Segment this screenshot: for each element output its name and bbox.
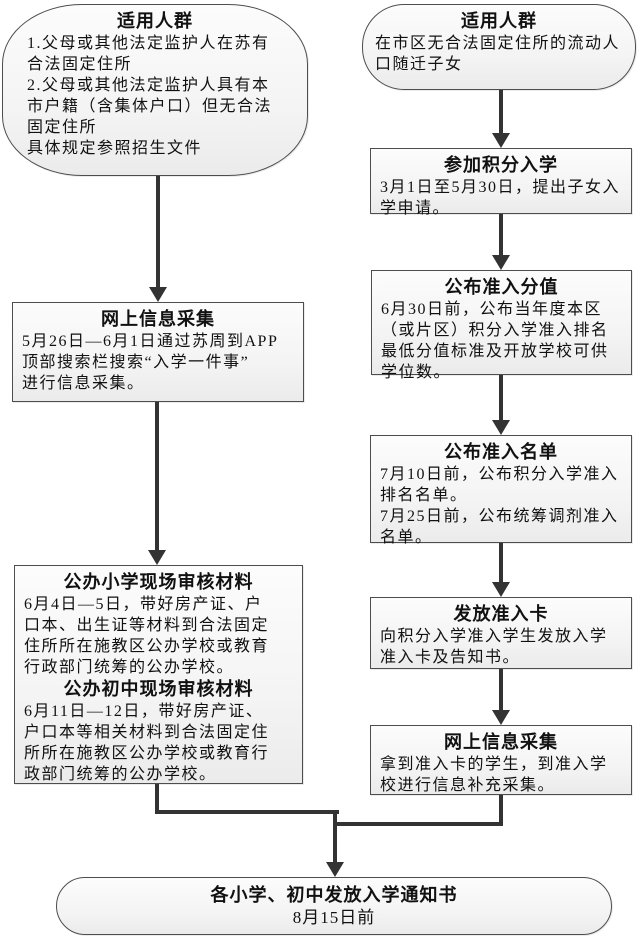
right-points-apply-body: 3月1日至5月30日，提出子女入 学申请。	[380, 179, 621, 217]
right-audience-body: 在市区无合法固定住所的流动人 口随迁子女	[375, 35, 621, 73]
left-online-info-title: 网上信息采集	[101, 309, 215, 329]
left-audience-body: 1.父母或其他法定监护人在苏有 合法固定住所 2.父母或其他法定监护人具有本 市…	[27, 35, 273, 157]
arrow-left-1-arrowhead	[149, 287, 167, 302]
right-points-apply-title: 参加积分入学	[444, 155, 558, 175]
final-notice-title: 各小学、初中发放入学通知书	[210, 884, 458, 905]
final-notice-subtitle: 8月15日前	[292, 907, 376, 927]
arrow-right-1-line	[499, 90, 503, 134]
left-online-info-box: 网上信息采集 5月26日—6月1日通过苏周到APP 顶部搜索栏搜索“入学一件事”…	[12, 302, 304, 402]
left-audience-title: 适用人群	[117, 11, 193, 31]
arrow-right-5-arrowhead	[492, 710, 510, 725]
right-list-publish-body: 7月10日前，公布积分入学准入 排名名单。 7月25日前，公布统筹调剂准入 名单…	[380, 466, 619, 546]
left-onsite-primary-title: 公办小学现场审核材料	[63, 572, 254, 592]
right-online-info-title: 网上信息采集	[444, 732, 558, 752]
right-points-apply-box: 参加积分入学 3月1日至5月30日，提出子女入 学申请。	[370, 148, 632, 217]
arrow-right-4-arrowhead	[492, 582, 510, 597]
connector-center-arrowhead	[326, 862, 344, 877]
arrow-left-2-arrowhead	[148, 550, 166, 565]
arrow-right-1-arrowhead	[492, 133, 510, 148]
left-onsite-primary-body: 6月4日—5日，带好房产证、户 口本、出生证等材料到合法固定 住所所在施教区公办…	[24, 596, 270, 676]
right-score-publish-body: 6月30日前，公布当年度本区 （或片区）积分入学准入排名 最低分值标准及开放学校…	[381, 301, 609, 381]
right-card-issue-body: 向积分入学准入学生发放入学 准入卡及告知书。	[380, 628, 608, 666]
connector-center-line	[333, 810, 337, 862]
arrow-left-1-line	[156, 176, 160, 288]
connector-left-horizontal-line	[155, 810, 339, 814]
arrow-right-2-line	[499, 214, 503, 255]
right-audience-bubble: 适用人群 在市区无合法固定住所的流动人 口随迁子女	[362, 4, 636, 90]
arrow-right-4-line	[499, 543, 503, 582]
left-onsite-secondary-body: 6月11日—12日，带好房产证、 户口本等相关材料到合法固定住 所所在施教区公办…	[24, 703, 270, 783]
arrow-right-2-arrowhead	[492, 255, 510, 270]
connector-right-vertical-line	[499, 795, 503, 826]
arrow-right-5-line	[499, 669, 503, 710]
left-audience-bubble: 适用人群 1.父母或其他法定监护人在苏有 合法固定住所 2.父母或其他法定监护人…	[2, 4, 308, 176]
right-score-publish-title: 公布准入分值	[444, 277, 559, 297]
left-onsite-secondary-title: 公办初中现场审核材料	[63, 679, 254, 699]
right-online-info-box: 网上信息采集 拿到准入卡的学生，到准入学 校进行信息补充采集。	[370, 725, 632, 795]
final-notice-bubble: 各小学、初中发放入学通知书 8月15日前	[56, 877, 612, 935]
left-online-info-body: 5月26日—6月1日通过苏周到APP 顶部搜索栏搜索“入学一件事” 进行信息采集…	[22, 333, 279, 392]
right-audience-title: 适用人群	[461, 11, 537, 31]
arrow-left-2-line	[155, 402, 159, 550]
connector-left-vertical-line	[155, 784, 159, 814]
right-card-issue-box: 发放准入卡 向积分入学准入学生发放入学 准入卡及告知书。	[370, 597, 632, 669]
left-onsite-review-box: 公办小学现场审核材料 6月4日—5日，带好房产证、户 口本、出生证等材料到合法固…	[14, 565, 303, 784]
connector-right-horizontal-line	[337, 822, 503, 826]
right-list-publish-box: 公布准入名单 7月10日前，公布积分入学准入 排名名单。 7月25日前，公布统筹…	[370, 435, 632, 546]
arrow-right-3-line	[499, 375, 503, 420]
arrow-right-3-arrowhead	[492, 420, 510, 435]
right-list-publish-title: 公布准入名单	[444, 442, 558, 462]
right-score-publish-box: 公布准入分值 6月30日前，公布当年度本区 （或片区）积分入学准入排名 最低分值…	[371, 270, 632, 381]
right-online-info-body: 拿到准入卡的学生，到准入学 校进行信息补充采集。	[380, 756, 608, 794]
right-card-issue-title: 发放准入卡	[453, 604, 549, 624]
